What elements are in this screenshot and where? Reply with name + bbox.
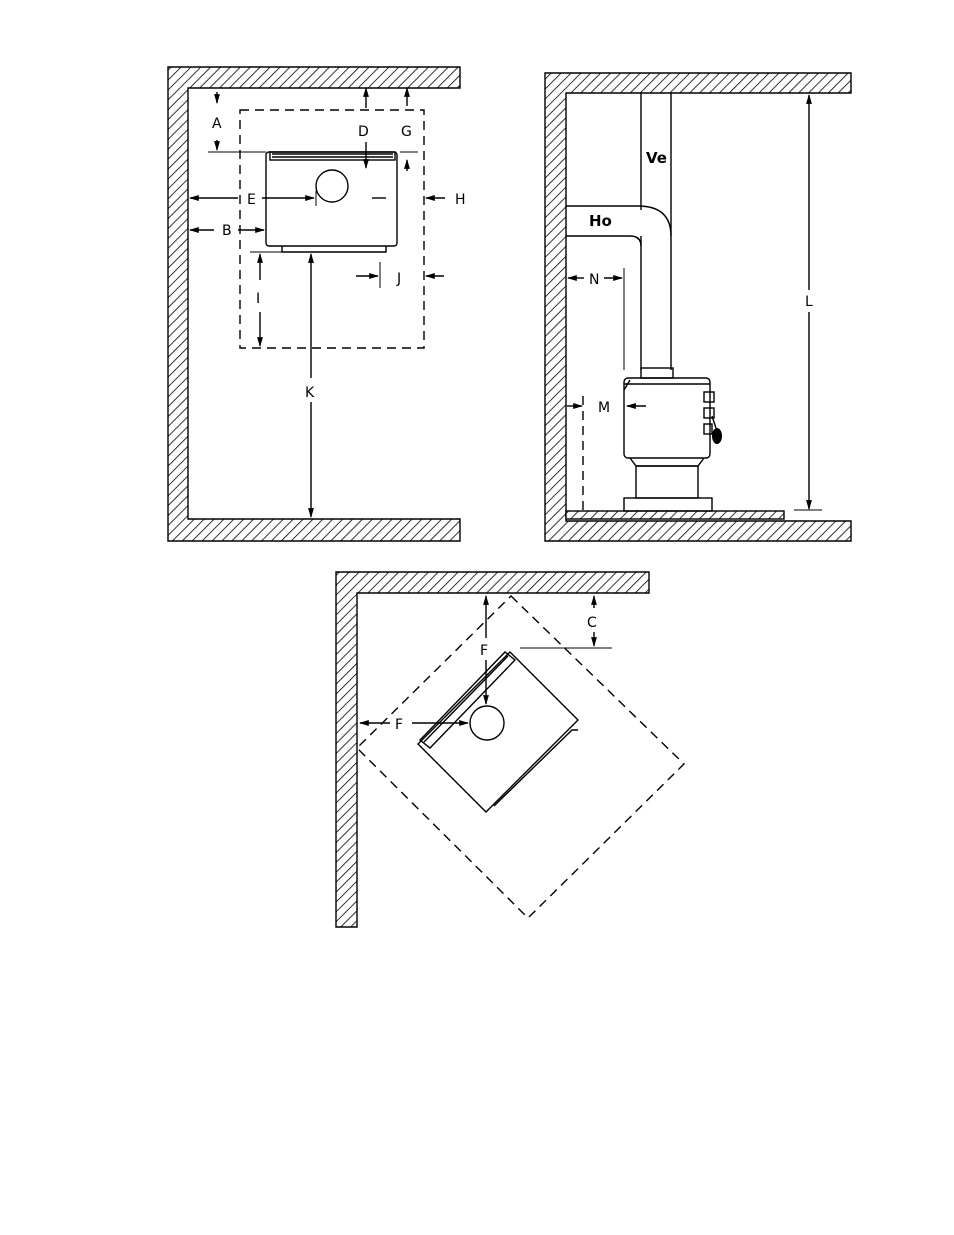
corner-view-label-f-vertical: F	[480, 643, 488, 659]
top-view-label-i: I	[256, 291, 260, 307]
top-view-label-h: H	[455, 192, 466, 208]
top-view-flue-collar	[316, 170, 348, 202]
corner-view-flue-collar	[470, 706, 504, 740]
top-view-label-a: A	[212, 116, 222, 132]
corner-view-label-f-horizontal: F	[395, 717, 403, 733]
top-view-label-e: E	[247, 192, 256, 208]
top-view: A D G E H B I J K	[168, 67, 466, 541]
corner-view-stove	[418, 652, 578, 812]
corner-view-label-c: C	[587, 615, 597, 631]
side-view-label-m: M	[598, 400, 610, 416]
side-view-handle-knob	[712, 428, 722, 444]
corner-view: C F F	[336, 572, 684, 927]
top-view-label-g: G	[401, 124, 412, 140]
side-view: Ve Ho N M L	[545, 73, 851, 541]
top-view-label-k: K	[305, 385, 315, 401]
corner-view-wall	[336, 572, 649, 927]
top-view-label-j: J	[396, 271, 401, 287]
top-view-wall	[168, 67, 460, 541]
side-view-label-l: L	[805, 294, 813, 310]
top-view-stove	[266, 152, 397, 252]
top-view-label-b: B	[222, 223, 232, 239]
side-view-floor-protector	[566, 511, 784, 519]
side-view-chimney	[566, 93, 673, 378]
corner-view-clearance-zone	[357, 596, 684, 918]
side-view-stove	[624, 378, 722, 511]
top-view-label-d: D	[358, 124, 369, 140]
side-view-label-n: N	[589, 272, 599, 288]
side-view-label-ho: Ho	[589, 212, 612, 230]
side-view-label-ve: Ve	[646, 149, 667, 167]
